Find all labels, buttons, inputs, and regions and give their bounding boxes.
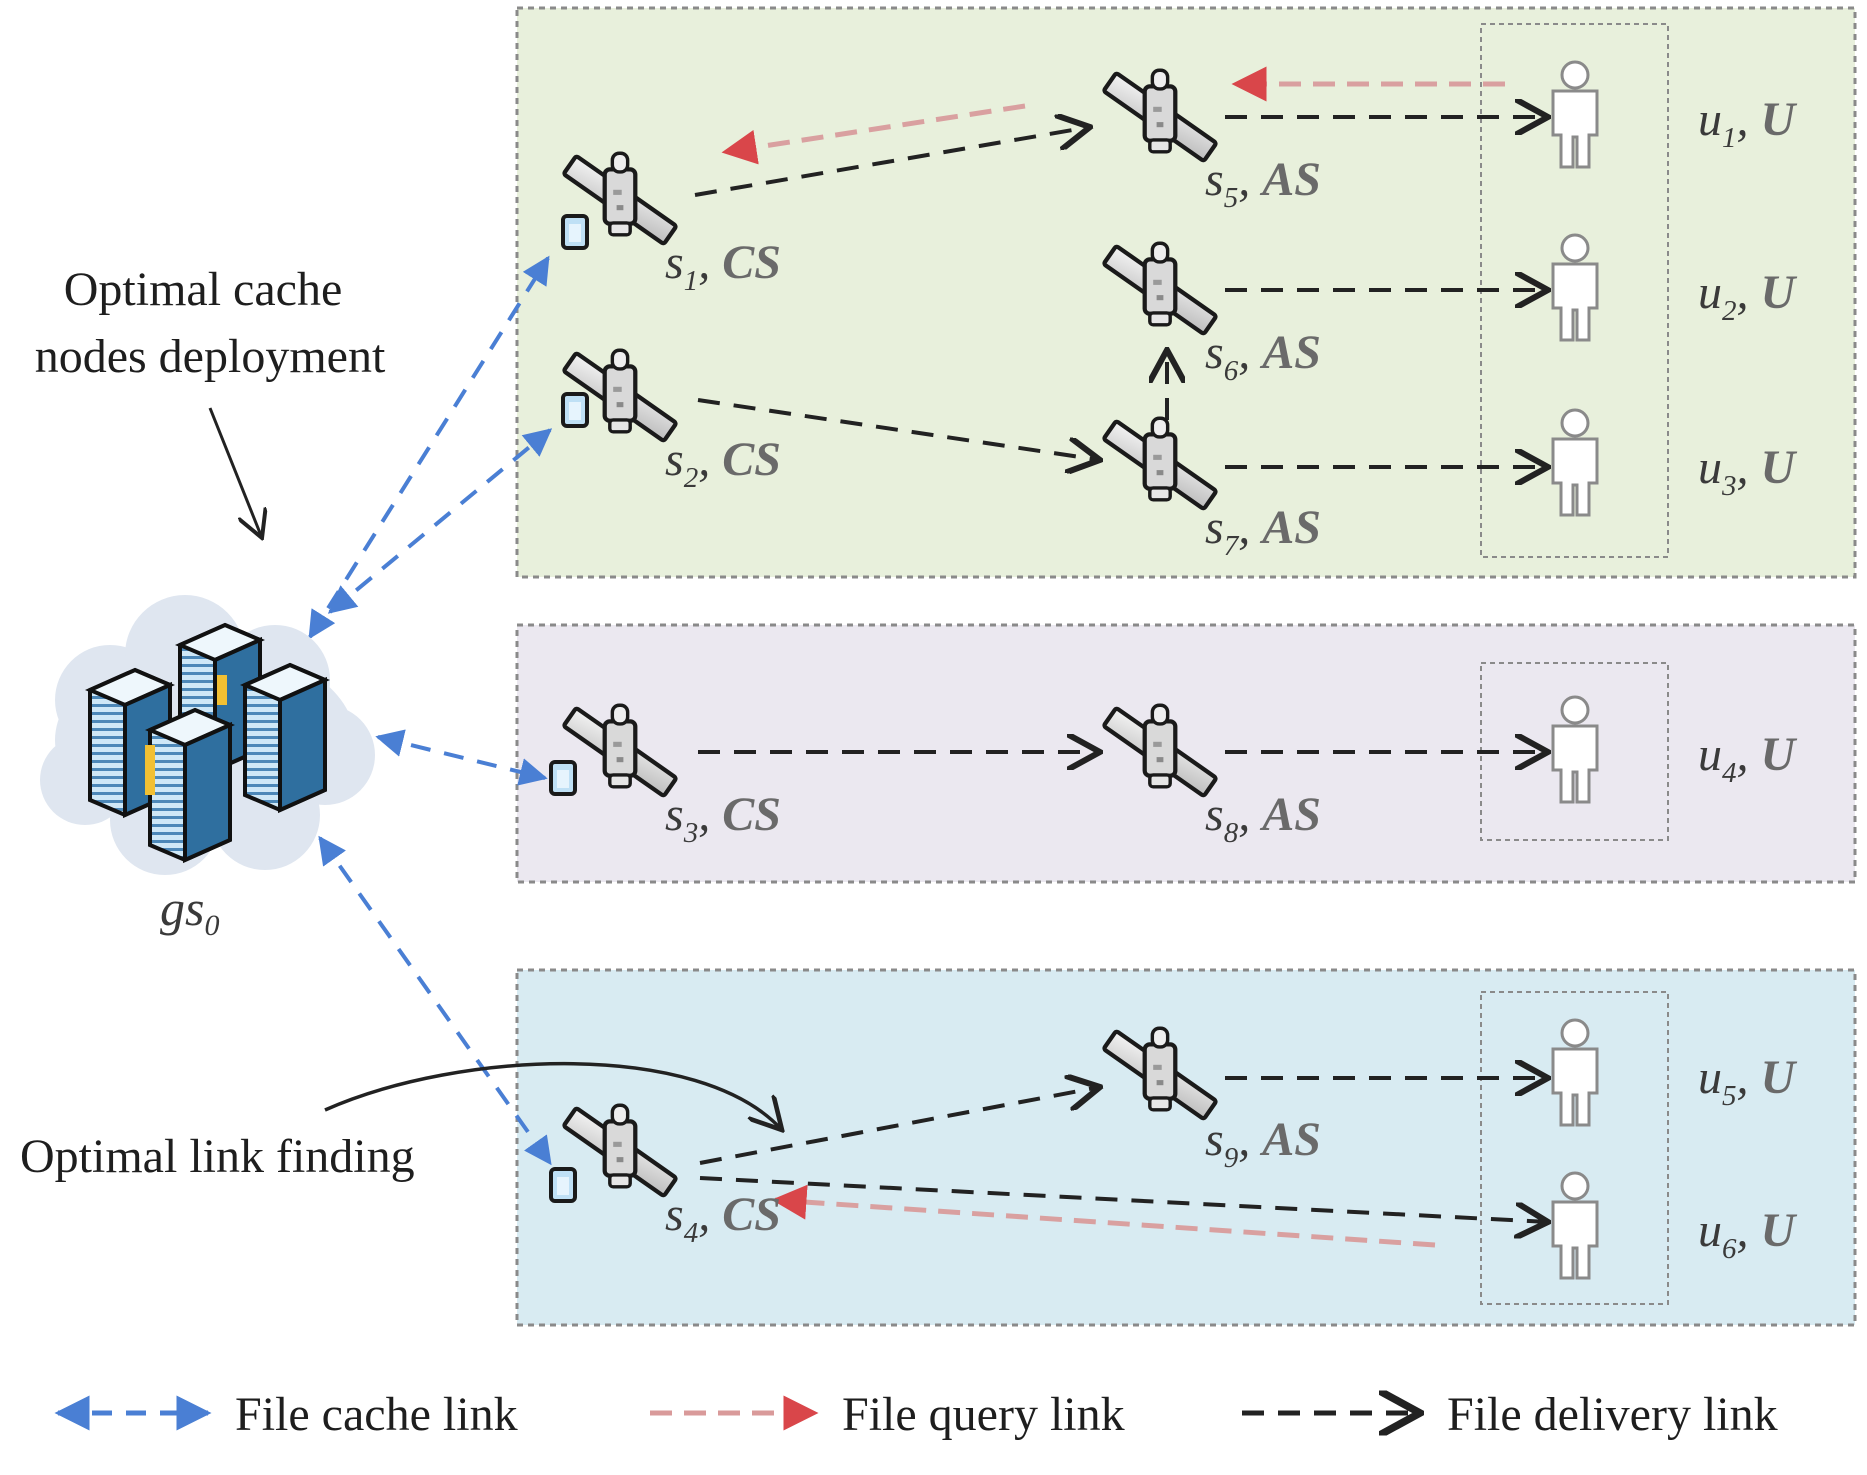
cache-link-gs0-s2 [327, 428, 553, 614]
user-u4: u4, U [1551, 695, 1798, 804]
cache-storage-icon [549, 760, 577, 796]
cache-link-gs0-s3 [375, 729, 548, 786]
legend-delivery-label: File delivery link [1447, 1388, 1778, 1441]
user-u5: u5, U [1551, 1018, 1798, 1127]
satellite-s6: s6, AS [1104, 243, 1321, 387]
satellite-label-s4: s4, CS [665, 1188, 781, 1249]
satellite-s5: s5, AS [1104, 70, 1321, 214]
user-u6: u6, U [1551, 1171, 1798, 1280]
satellite-s9: s9, AS [1104, 1028, 1321, 1174]
user-u2: u2, U [1551, 233, 1798, 342]
satellite-s2: s2, CS [561, 350, 781, 494]
satellite-label-s8: s8, AS [1205, 788, 1321, 849]
satellite-label-s3: s3, CS [665, 788, 781, 849]
user-label-u1: u1, U [1698, 93, 1798, 154]
satellite-s3: s3, CS [549, 705, 781, 849]
satellite-label-s1: s1, CS [665, 236, 781, 297]
satellite-label-s5: s5, AS [1205, 153, 1321, 214]
satellite-label-s9: s9, AS [1205, 1113, 1321, 1174]
panel-bottom [515, 968, 1857, 1327]
links-layer [308, 66, 1548, 1248]
ground-station [40, 595, 375, 875]
user-label-u4: u4, U [1698, 728, 1798, 789]
satellite-label-s2: s2, CS [665, 433, 781, 494]
legend-cache-label: File cache link [235, 1388, 518, 1441]
user-label-u5: u5, U [1698, 1051, 1798, 1112]
annotation-link-finding: Optimal link finding [20, 1130, 415, 1183]
annotation-cache-deploy-line2: nodes deployment [35, 330, 386, 383]
user-label-u6: u6, U [1698, 1204, 1798, 1265]
cache-storage-icon [561, 392, 589, 428]
satellite-s1: s1, CS [561, 153, 781, 297]
cache-link-gs0-s1 [308, 255, 550, 640]
delivery-link-s4-s9 [699, 1087, 1100, 1165]
query-link-u6-s4 [771, 1184, 1436, 1248]
nodes-layer: s1, CS s2, CS s3, CS s4, CS s5, AS s6, AS s7, … [549, 60, 1798, 1280]
user-u3: u3, U [1551, 408, 1798, 517]
satellite-label-s6: s6, AS [1205, 326, 1321, 387]
legend-query-label: File query link [842, 1388, 1125, 1441]
user-u1: u1, U [1551, 60, 1798, 169]
server-buildings-icon [85, 622, 330, 864]
cache-storage-icon [549, 1167, 577, 1203]
user-group-box-bottom [1480, 991, 1669, 1305]
satellite-s8: s8, AS [1104, 705, 1321, 849]
satellite-s7: s7, AS [1104, 418, 1321, 562]
delivery-link-s2-s7 [697, 398, 1100, 460]
satellite-label-s7: s7, AS [1205, 501, 1321, 562]
query-link-s5-s1 [721, 103, 1026, 165]
user-label-u2: u2, U [1698, 266, 1798, 327]
annotation-cache-deploy-line1: Optimal cache [64, 263, 343, 316]
user-label-u3: u3, U [1698, 441, 1798, 502]
legend: File cache link File query link File del… [54, 1388, 1778, 1441]
cache-storage-icon [561, 214, 589, 250]
delivery-link-s1-s5 [694, 127, 1090, 197]
annotation-arrow-cache-deploy [208, 407, 262, 538]
ground-station-label: gs0 [160, 880, 219, 942]
annotation-arrow-link-finding [324, 1061, 782, 1130]
satellite-s4: s4, CS [549, 1105, 781, 1249]
